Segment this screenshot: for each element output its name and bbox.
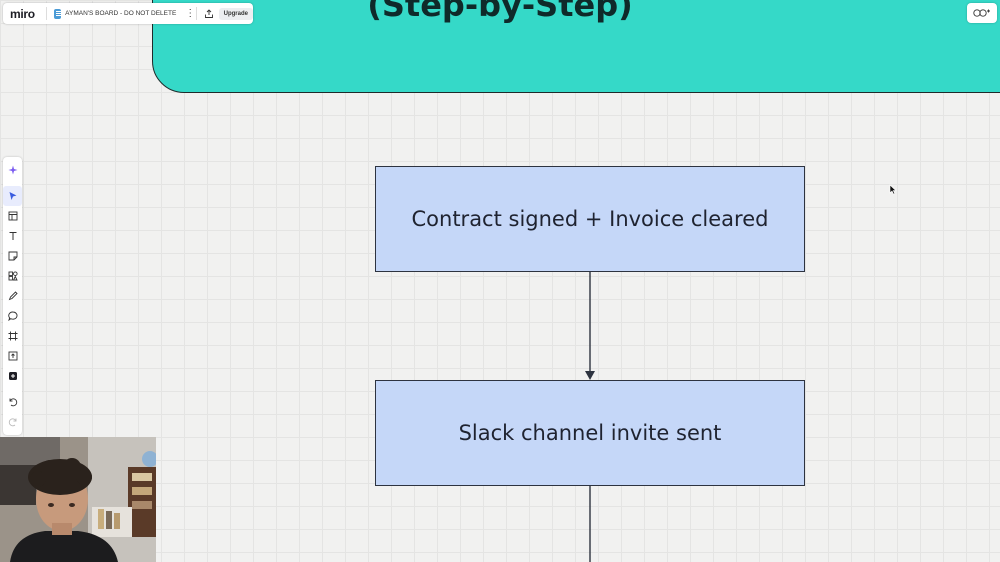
more-apps-icon[interactable]	[3, 366, 22, 386]
templates-icon[interactable]	[3, 206, 22, 226]
presenter-video-image	[0, 437, 156, 562]
select-cursor-icon[interactable]	[3, 186, 22, 206]
undo-icon[interactable]	[3, 392, 22, 412]
flow-step-contract-signed[interactable]: Contract signed + Invoice cleared	[375, 166, 805, 272]
miro-logo[interactable]: miro	[10, 6, 35, 21]
webcam-overlay	[0, 437, 156, 562]
frame-icon[interactable]	[3, 326, 22, 346]
divider	[196, 7, 198, 20]
pen-icon[interactable]	[3, 286, 22, 306]
sticky-note-icon[interactable]	[3, 246, 22, 266]
banner-title: (Step-by-Step)	[367, 0, 633, 24]
reactions-icon	[973, 9, 990, 17]
mouse-cursor-icon	[889, 184, 897, 195]
ai-sparkle-icon[interactable]	[3, 160, 22, 180]
board-name[interactable]: AYMAN'S BOARD - DO NOT DELETE	[65, 10, 177, 17]
left-toolbar	[3, 157, 22, 435]
flow-step-slack-invite[interactable]: Slack channel invite sent	[375, 380, 805, 486]
redo-icon[interactable]	[3, 412, 22, 432]
board-topbar: miro AYMAN'S BOARD - DO NOT DELETE ⋮ Upg…	[3, 3, 253, 24]
upgrade-button[interactable]: Upgrade	[218, 7, 253, 20]
reactions-widget[interactable]	[967, 3, 997, 23]
flow-step-label: Slack channel invite sent	[458, 421, 722, 445]
header-banner[interactable]	[152, 0, 1000, 93]
flow-step-label: Contract signed + Invoice cleared	[411, 207, 769, 231]
comment-icon[interactable]	[3, 306, 22, 326]
arrowhead-icon	[585, 371, 595, 380]
shapes-icon[interactable]	[3, 266, 22, 286]
board-menu-button[interactable]: ⋮	[185, 8, 196, 19]
board-icon	[53, 8, 62, 19]
text-icon[interactable]	[3, 226, 22, 246]
upload-icon[interactable]	[3, 346, 22, 366]
divider	[45, 7, 47, 20]
export-icon[interactable]	[204, 7, 215, 21]
